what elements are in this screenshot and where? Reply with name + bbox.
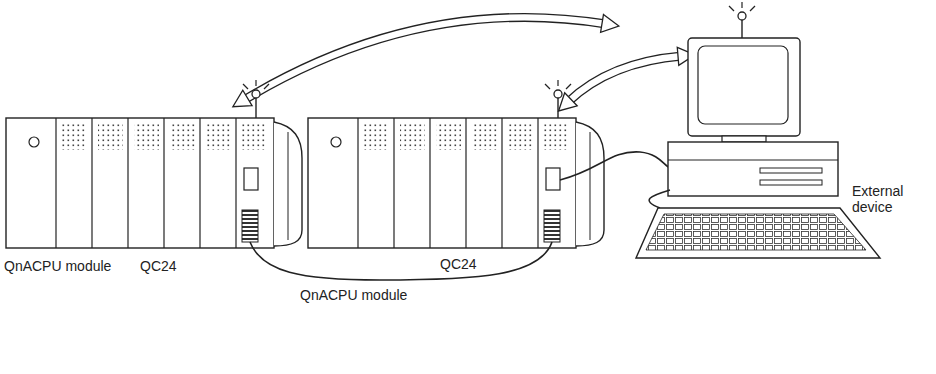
part-label: QnACPU module <box>4 258 111 274</box>
wireless-arrow <box>244 17 606 100</box>
wireless-arrow-outline <box>568 56 682 102</box>
part-label: QC24 <box>440 256 477 272</box>
part-label: QC24 <box>140 258 177 274</box>
cable <box>250 242 552 280</box>
wireless-arrow <box>568 56 682 102</box>
plc-rack <box>6 80 302 248</box>
part-label: External device <box>852 183 930 215</box>
part-label: QnACPU module <box>300 287 407 303</box>
plc-rack <box>308 80 604 248</box>
cable <box>560 152 670 180</box>
computer-figure <box>636 2 880 258</box>
wireless-arrow-outline <box>244 17 606 100</box>
